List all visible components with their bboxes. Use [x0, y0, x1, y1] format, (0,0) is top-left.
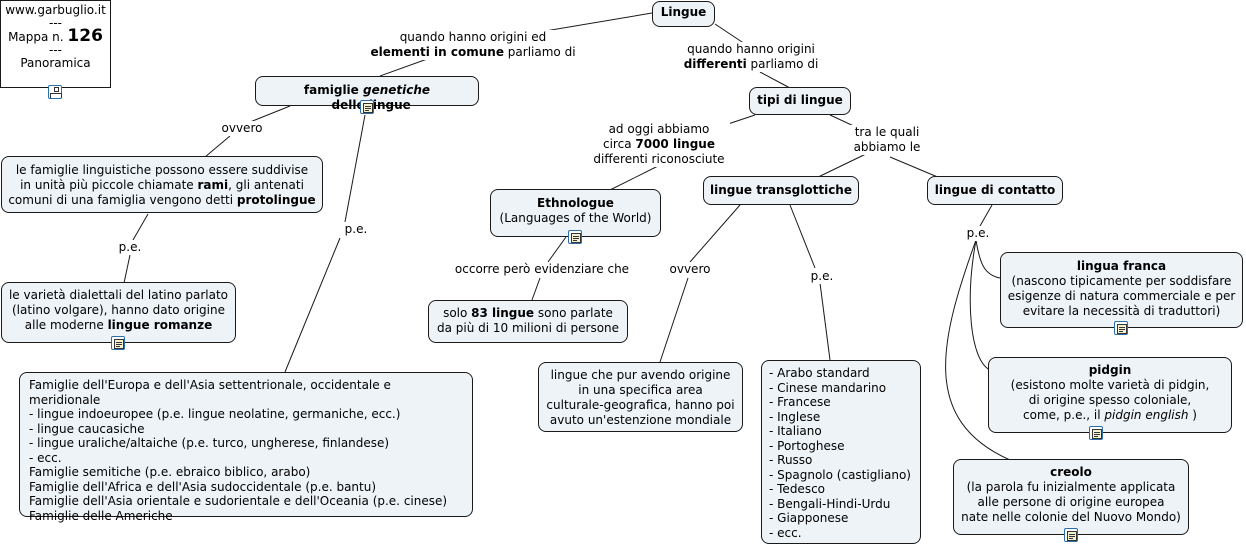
hierarchy-icon[interactable] [48, 85, 62, 99]
list-item: - Giapponese [769, 511, 849, 525]
list-item: - Spagnolo (castigliano) [769, 467, 911, 482]
node-famiglie-suddivise[interactable]: le famiglie linguistiche possono essere … [1, 156, 323, 213]
node-lingua-franca[interactable]: lingua franca (nascono tipicamente per s… [1000, 252, 1243, 328]
list-item: - Tedesco [769, 482, 826, 496]
label-pe: p.e. [342, 222, 370, 237]
list-item: - Francese [769, 395, 831, 409]
note-icon[interactable] [111, 336, 125, 350]
view-label: Panoramica [20, 56, 91, 70]
list-item: - Italiano [769, 424, 822, 438]
label-pe: p.e. [116, 240, 144, 255]
list-item: - Bengali-Hindi-Urdu [769, 496, 891, 511]
map-number: Mappa n. 126 [8, 26, 103, 46]
list-item: - ecc. [769, 525, 802, 540]
node-pidgin[interactable]: pidgin (esistono molte varietà di pidgin… [988, 357, 1232, 433]
label-elementi-comune: quando hanno origini ed elementi in comu… [362, 30, 584, 60]
brand-box: www.garbuglio.it --- Mappa n. 126 --- Pa… [0, 0, 111, 88]
list-item: - lingue caucasiche [29, 421, 145, 436]
node-lingue-di-contatto[interactable]: lingue di contatto [927, 176, 1063, 205]
separator: --- [49, 43, 62, 57]
node-famiglie-list[interactable]: Famiglie dell'Europa e dell'Asia settent… [19, 372, 473, 523]
list-item: Famiglie semitiche (p.e. ebraico biblico… [29, 465, 311, 479]
label-ad-oggi: ad oggi abbiamo circa 7000 lingue differ… [588, 122, 730, 167]
list-item: - Portoghese [769, 438, 845, 453]
node-lingue-transglottiche[interactable]: lingue transglottiche [703, 176, 859, 205]
list-item: - lingue indoeuropee (p.e. lingue neolat… [29, 407, 401, 421]
list-item: - lingue uraliche/altaiche (p.e. turco, … [29, 436, 390, 450]
site-url[interactable]: www.garbuglio.it [5, 3, 106, 17]
label-ovvero: ovvero [666, 262, 714, 277]
label-ovvero: ovvero [218, 121, 266, 136]
list-item: - ecc. [29, 450, 62, 465]
label-tra-le-quali: tra le quali abbiamo le [848, 125, 926, 155]
list-item: Famiglie dell'Asia orientale e sudorient… [29, 494, 448, 508]
node-83-lingue[interactable]: solo 83 lingue sono parlate da più di 10… [428, 300, 628, 343]
list-item: Famiglie dell'Europa e dell'Asia settent… [29, 378, 391, 407]
label-pe: p.e. [964, 226, 992, 241]
separator: --- [49, 16, 62, 30]
list-item: Famiglie dell'Africa e dell'Asia sudocci… [29, 479, 377, 494]
note-icon[interactable] [568, 230, 582, 244]
node-ethnologue[interactable]: Ethnologue (Languages of the World) [490, 189, 661, 237]
label-differenti: quando hanno origini differenti parliamo… [678, 42, 824, 72]
list-item: - Russo [769, 453, 813, 467]
node-lingue-list[interactable]: - Arabo standard- Cinese mandarino- Fran… [761, 360, 921, 544]
note-icon[interactable] [1089, 426, 1103, 440]
list-item: - Cinese mandarino [769, 380, 887, 395]
node-creolo[interactable]: creolo (la parola fu inizialmente applic… [953, 459, 1189, 535]
note-icon[interactable] [360, 100, 374, 114]
label-pe: p.e. [808, 269, 836, 284]
node-lingue[interactable]: Lingue [652, 1, 715, 27]
node-varieta-dialettali[interactable]: le varietà dialettali del latino parlato… [1, 282, 236, 343]
label-occorre: occorre però evidenziare che [450, 262, 634, 277]
list-item: - Arabo standard [769, 366, 870, 380]
list-item: Famiglie delle Americhe [29, 508, 173, 523]
node-tipi-di-lingue[interactable]: tipi di lingue [749, 87, 851, 115]
note-icon[interactable] [1064, 528, 1078, 542]
list-item: - Inglese [769, 409, 821, 424]
note-icon[interactable] [1114, 321, 1128, 335]
node-transglottiche-desc[interactable]: lingue che pur avendo origine in una spe… [538, 362, 743, 432]
